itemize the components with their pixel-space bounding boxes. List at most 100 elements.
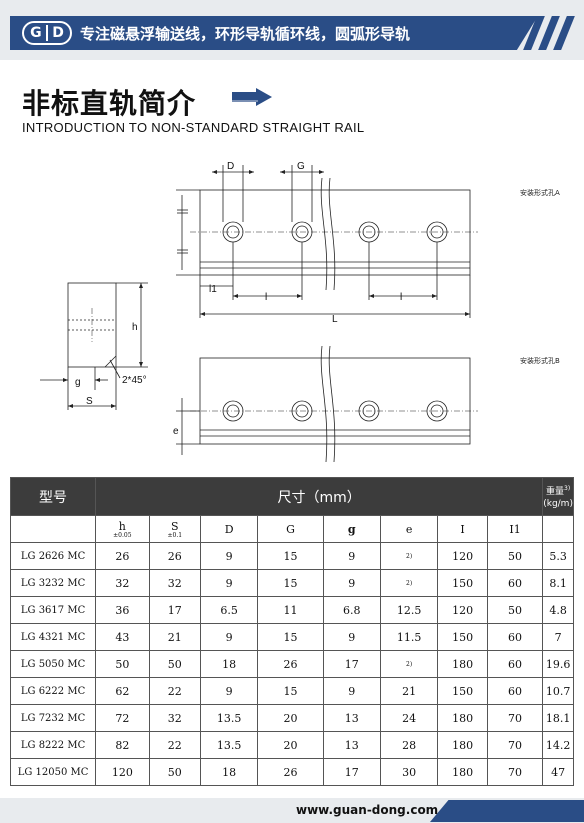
table-row: LG 6222 MC 62 22 9 15 9 21 150 60 10.7 — [9, 677, 574, 705]
footer-bar — [430, 800, 584, 822]
cell-h: 32 — [95, 569, 150, 597]
cell-g-lower: 13 — [322, 704, 381, 732]
cell-g-lower: 9 — [322, 569, 381, 597]
cell-i1: 60 — [486, 650, 544, 678]
cell-g-upper: 15 — [257, 677, 324, 705]
logo-letter-d: D — [52, 25, 64, 41]
cell-s: 32 — [148, 704, 201, 732]
cell-s: 50 — [148, 650, 201, 678]
mounting-hole-b — [291, 400, 313, 422]
cell-i: 150 — [437, 569, 488, 597]
cell-i1: 60 — [486, 623, 544, 651]
cell-model: LG 8222 MC — [9, 731, 97, 759]
cell-i: 180 — [437, 650, 488, 678]
cell-g-upper: 26 — [257, 650, 324, 678]
mounting-hole-b — [222, 400, 244, 422]
dim-d: D — [227, 161, 234, 172]
cell-d: 9 — [199, 569, 259, 597]
cell-g-upper: 20 — [257, 731, 324, 759]
cell-e: 2) — [379, 569, 439, 597]
cell-g-lower: 6.8 — [322, 596, 381, 624]
cell-weight: 47 — [542, 758, 574, 786]
table-row: LG 2626 MC 26 26 9 15 9 2) 120 50 5.3 — [9, 542, 574, 570]
cell-i: 150 — [437, 623, 488, 651]
subheader-h-tolerance: ±0.05 — [113, 531, 132, 539]
cell-d: 6.5 — [199, 596, 259, 624]
subheader-i: I — [437, 515, 488, 543]
cell-i1: 70 — [486, 704, 544, 732]
subheader-h-label: h — [118, 519, 126, 533]
cell-weight: 5.3 — [542, 542, 574, 570]
table-row: LG 12050 MC 120 50 18 26 17 30 180 70 47 — [9, 758, 574, 786]
brand-logo: G D — [22, 21, 72, 45]
cell-model: LG 12050 MC — [9, 758, 97, 786]
cell-i1: 50 — [486, 596, 544, 624]
label-mounting-a: 安装形式孔A — [520, 188, 560, 197]
cell-weight: 4.8 — [542, 596, 574, 624]
cell-i1: 60 — [486, 677, 544, 705]
cell-g-lower: 17 — [322, 758, 381, 786]
header-banner: G D 专注磁悬浮输送线，环形导轨循环线，圆弧形导轨 — [0, 0, 584, 60]
cell-e: 2) — [379, 650, 439, 678]
header-dimensions: 尺寸（mm） — [95, 477, 544, 516]
cell-e: 24 — [379, 704, 439, 732]
dim-s: S — [86, 396, 93, 407]
cell-d: 18 — [199, 758, 259, 786]
cell-weight: 14.2 — [542, 731, 574, 759]
header-weight-line1: 重量 — [546, 487, 565, 497]
dim-chamfer: 2*45° — [122, 375, 147, 386]
header-model: 型号 — [9, 477, 97, 516]
cell-e: 2) — [379, 542, 439, 570]
page-subtitle: INTRODUCTION TO NON-STANDARD STRAIGHT RA… — [22, 120, 365, 135]
cell-s: 21 — [148, 623, 201, 651]
rail-side-view — [67, 282, 117, 368]
cell-weight: 18.1 — [542, 704, 574, 732]
cell-weight: 19.6 — [542, 650, 574, 678]
cell-g-upper: 15 — [257, 569, 324, 597]
cell-h: 62 — [95, 677, 150, 705]
cell-h: 82 — [95, 731, 150, 759]
cell-g-lower: 9 — [322, 623, 381, 651]
cell-model: LG 3232 MC — [9, 569, 97, 597]
cell-i: 150 — [437, 677, 488, 705]
cell-model: LG 5050 MC — [9, 650, 97, 678]
cell-d: 9 — [199, 542, 259, 570]
subheader-s-label: S — [170, 519, 179, 533]
cell-s: 26 — [148, 542, 201, 570]
dim-l: l — [400, 292, 402, 303]
cell-s: 50 — [148, 758, 201, 786]
cell-i1: 50 — [486, 542, 544, 570]
subheader-g-upper: G — [257, 515, 324, 543]
dim-length: L — [332, 314, 338, 325]
dim-h: h — [132, 322, 138, 333]
table-row: LG 8222 MC 82 22 13.5 20 13 28 180 70 14… — [9, 731, 574, 759]
subheader-e: e — [379, 515, 439, 543]
dim-e: e — [173, 426, 179, 437]
cell-i: 120 — [437, 542, 488, 570]
subheader-g-lower: g — [322, 515, 381, 543]
header-weight-note: 3) — [564, 485, 571, 492]
cell-s: 17 — [148, 596, 201, 624]
cell-g-upper: 15 — [257, 542, 324, 570]
cell-i1: 70 — [486, 731, 544, 759]
cell-g-lower: 9 — [322, 677, 381, 705]
cell-h: 36 — [95, 596, 150, 624]
cell-g-upper: 11 — [257, 596, 324, 624]
logo-divider — [45, 25, 48, 41]
table-row: LG 3232 MC 32 32 9 15 9 2) 150 60 8.1 — [9, 569, 574, 597]
cell-g-lower: 13 — [322, 731, 381, 759]
subheader-blank — [9, 515, 97, 543]
cell-i: 180 — [437, 731, 488, 759]
website-url: www.guan-dong.com — [296, 803, 439, 817]
cell-e: 12.5 — [379, 596, 439, 624]
spec-table: 型号 尺寸（mm） 重量3) (kg/m) h±0.05 S±0.1 D G g… — [9, 477, 574, 786]
dim-g-small: g — [75, 377, 81, 388]
header-weight: 重量3) (kg/m) — [542, 477, 574, 516]
cell-d: 13.5 — [199, 704, 259, 732]
cell-h: 72 — [95, 704, 150, 732]
mounting-hole-b — [358, 400, 380, 422]
header-weight-line2: (kg/m) — [543, 499, 573, 509]
dim-l: l — [265, 292, 267, 303]
cell-i: 180 — [437, 758, 488, 786]
cell-weight: 8.1 — [542, 569, 574, 597]
